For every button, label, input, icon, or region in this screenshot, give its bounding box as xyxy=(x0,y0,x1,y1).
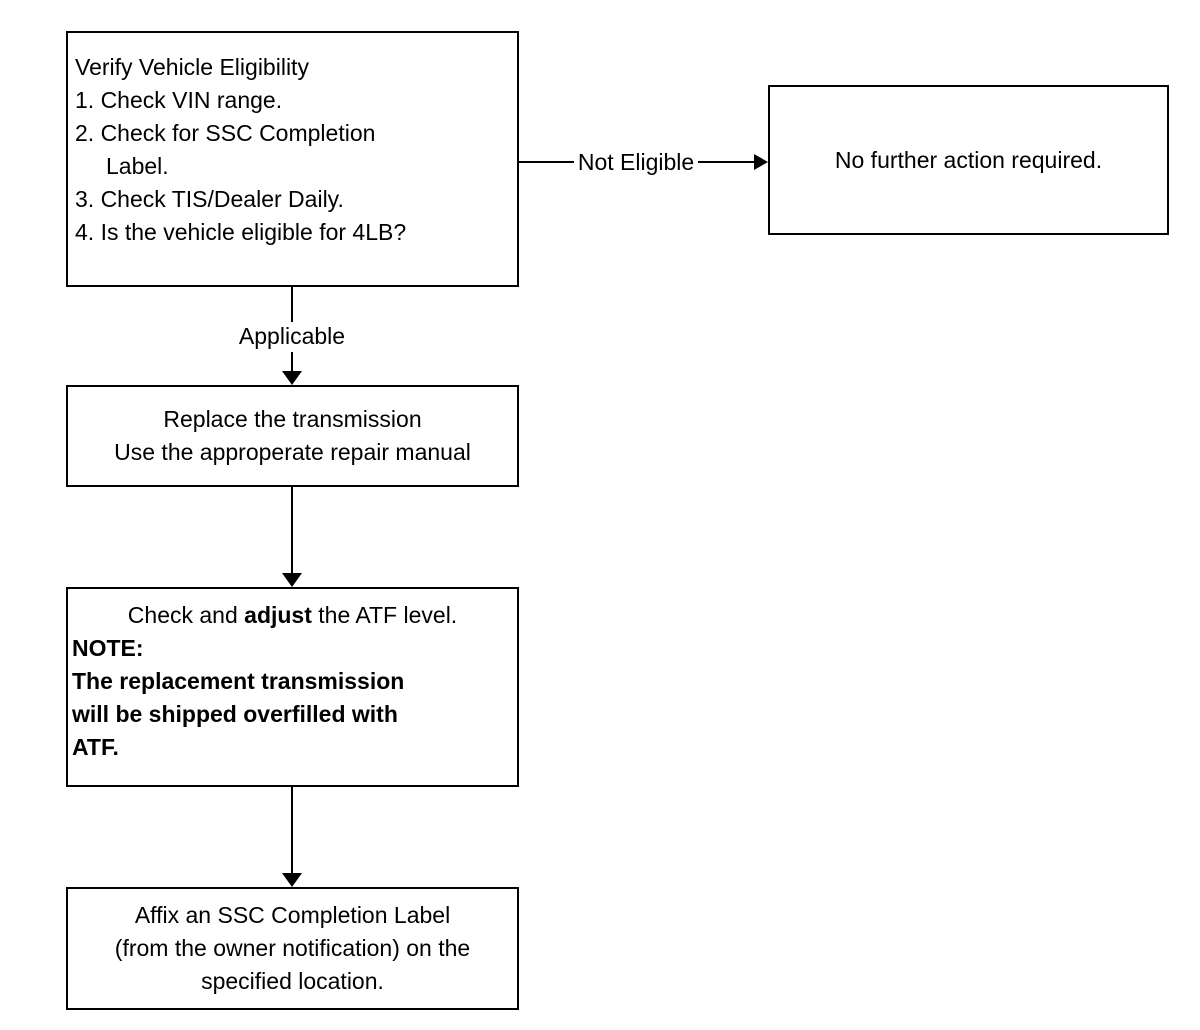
verify-step-2-continuation: Label. xyxy=(106,153,169,179)
replace-line-2: Use the approperate repair manual xyxy=(114,439,471,465)
affix-line-3: specified location. xyxy=(201,968,384,994)
no-further-action-box: No further action required. xyxy=(768,85,1169,235)
atf-note-line-1: The replacement transmission xyxy=(72,668,405,694)
not-eligible-connector: Not Eligible xyxy=(518,150,754,174)
connector-line-segment xyxy=(518,161,574,163)
verify-eligibility-box: Verify Vehicle Eligibility 1. Check VIN … xyxy=(66,31,519,287)
affix-line-2: (from the owner notification) on the xyxy=(114,935,471,961)
verify-step-1: 1. Check VIN range. xyxy=(75,87,283,113)
atf-instruction-line: Check and adjust the ATF level. xyxy=(72,599,513,632)
verify-step-4: 4. Is the vehicle eligible for 4LB? xyxy=(75,219,407,245)
connector-line-segment xyxy=(698,161,754,163)
replace-line-1: Replace the transmission xyxy=(163,406,422,432)
not-eligible-label: Not Eligible xyxy=(577,149,695,175)
verify-box-title: Verify Vehicle Eligibility xyxy=(75,54,309,80)
verify-step-2: 2. Check for SSC Completion xyxy=(75,120,376,146)
applicable-label: Applicable xyxy=(236,322,348,352)
connector-line xyxy=(291,787,293,875)
arrowhead-down-icon xyxy=(282,573,302,587)
atf-note-heading: NOTE: xyxy=(72,635,144,661)
affix-line-1: Affix an SSC Completion Label xyxy=(134,902,451,928)
arrowhead-down-icon xyxy=(282,371,302,385)
affix-label-box: Affix an SSC Completion Label (from the … xyxy=(66,887,519,1010)
arrowhead-right-icon xyxy=(754,154,768,170)
atf-instruction-prefix: Check and xyxy=(127,602,245,628)
no-further-action-text: No further action required. xyxy=(834,146,1103,173)
arrowhead-down-icon xyxy=(282,873,302,887)
atf-note-line-3: ATF. xyxy=(72,734,119,760)
verify-step-3: 3. Check TIS/Dealer Daily. xyxy=(75,186,344,212)
atf-note-line-2: will be shipped overfilled with xyxy=(72,701,398,727)
check-adjust-atf-box: Check and adjust the ATF level. NOTE: Th… xyxy=(66,587,519,787)
replace-transmission-box: Replace the transmission Use the apprope… xyxy=(66,385,519,487)
connector-line xyxy=(291,487,293,575)
atf-instruction-suffix: the ATF level. xyxy=(311,602,458,628)
atf-instruction-bold-word: adjust xyxy=(244,602,312,628)
